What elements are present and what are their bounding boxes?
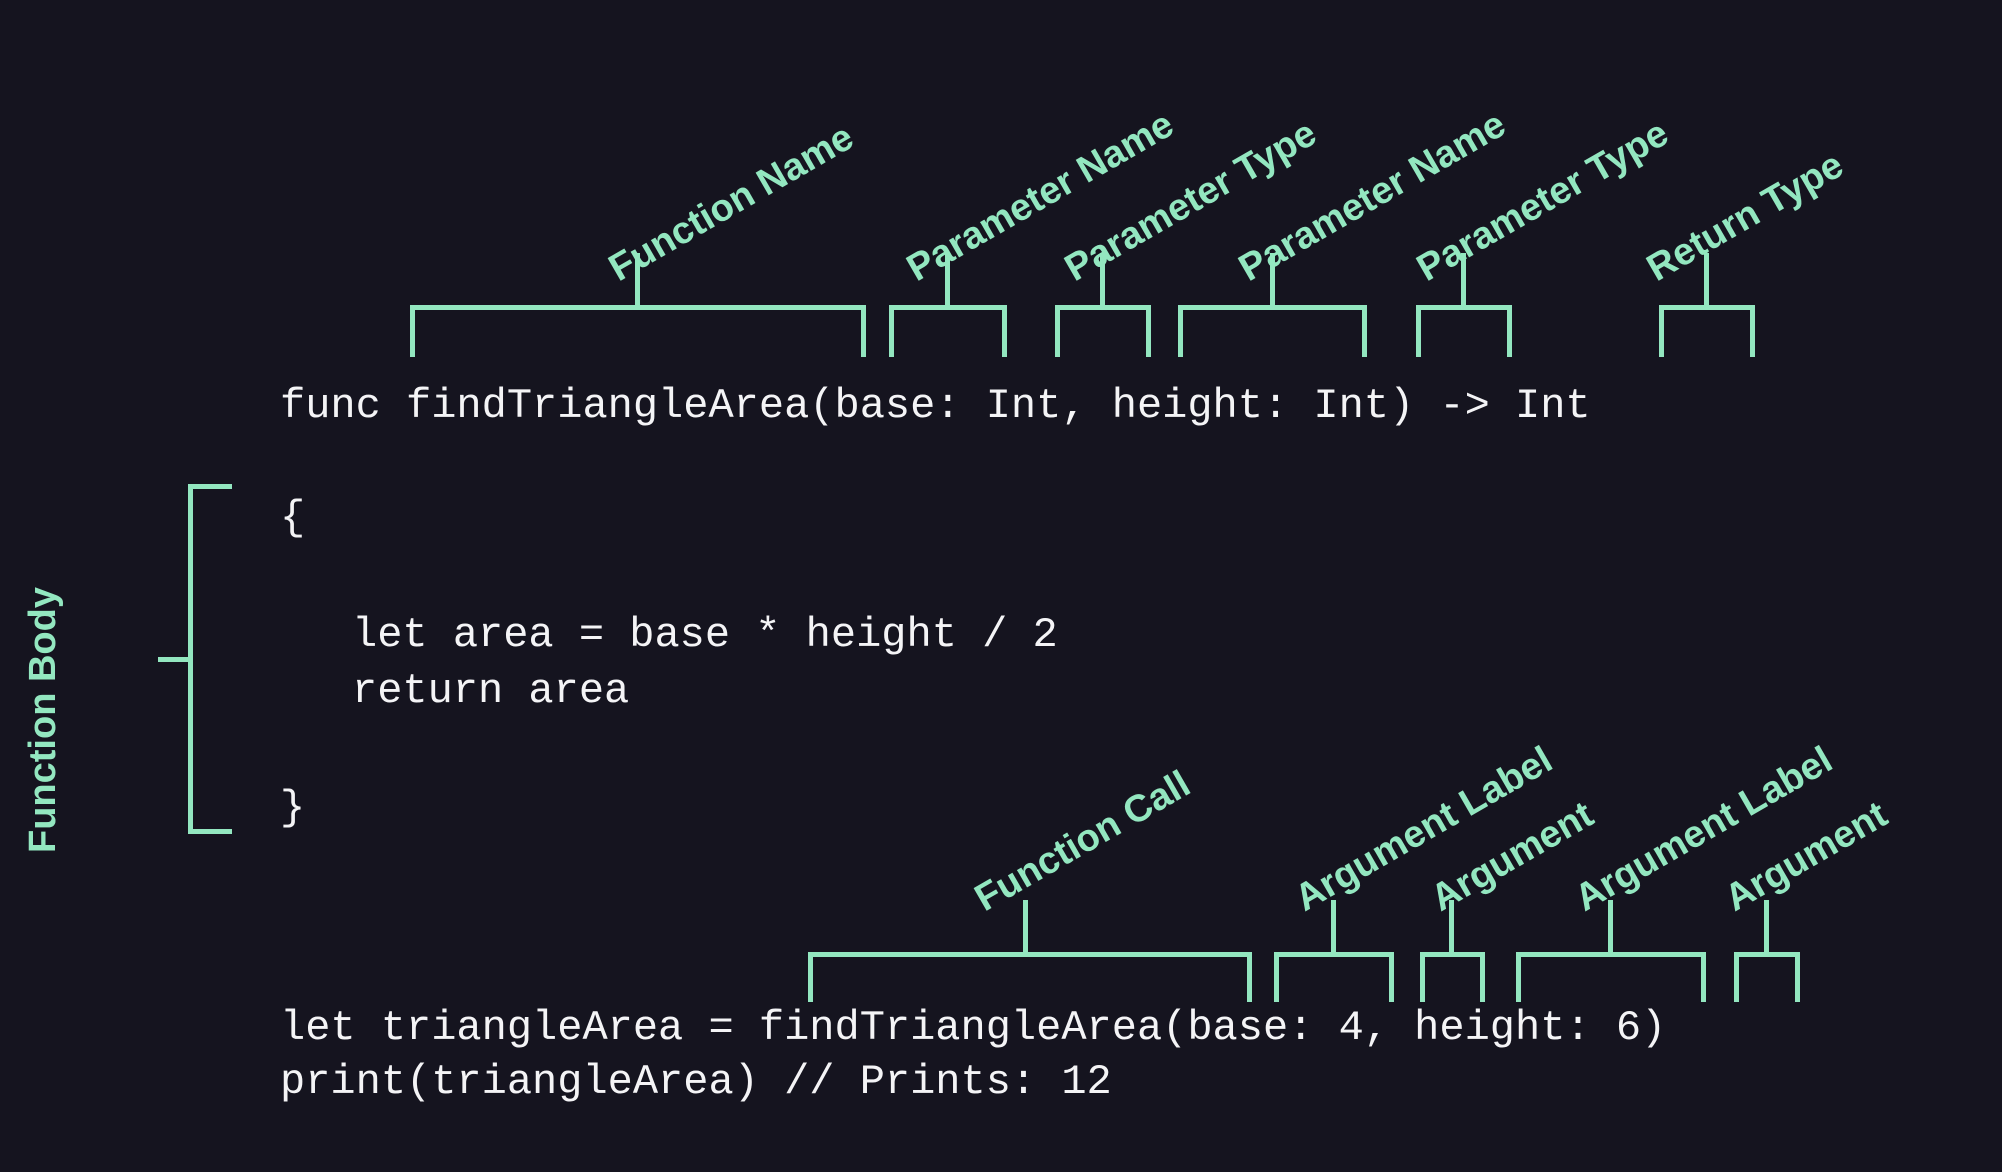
- side-label-function-body: Function Body: [22, 587, 64, 853]
- bracket-parameter-type-1: [1055, 305, 1151, 357]
- bracket-stem-function-name: [635, 253, 640, 308]
- code-line-let-area: let area = base * height / 2: [352, 611, 1058, 659]
- code-line-open-brace: {: [280, 494, 306, 542]
- code-line-signature: func findTriangleArea(base: Int, height:…: [280, 382, 1591, 430]
- bracket-stem-parameter-name-2: [1270, 253, 1275, 308]
- code-line-print: print(triangleArea) // Prints: 12: [280, 1058, 1112, 1106]
- callout-label-parameter-name-1: Parameter Name: [900, 103, 1181, 290]
- bracket-stem-argument-label-2: [1608, 900, 1613, 955]
- bracket-parameter-name-1: [889, 305, 1007, 357]
- bracket-parameter-name-2: [1178, 305, 1367, 357]
- callout-label-function-name: Function Name: [602, 116, 861, 290]
- bracket-stem-parameter-name-1: [945, 253, 950, 308]
- bracket-argument-label-2: [1516, 952, 1706, 1002]
- bracket-stem-argument-2: [1764, 900, 1769, 955]
- callout-label-function-call: Function Call: [968, 763, 1198, 920]
- callout-label-argument-label-2: Argument Label: [1568, 738, 1840, 920]
- code-line-close-brace: }: [280, 784, 306, 832]
- bracket-stem-return-type: [1704, 253, 1709, 308]
- code-line-return-area: return area: [352, 667, 630, 715]
- bracket-argument-label-1: [1274, 952, 1394, 1002]
- bracket-argument-1: [1420, 952, 1485, 1002]
- code-line-call: let triangleArea = findTriangleArea(base…: [280, 1004, 1667, 1052]
- bracket-stem-argument-1: [1449, 900, 1454, 955]
- bracket-stem-function-call: [1023, 900, 1028, 955]
- bracket-stem-function-body: [158, 657, 193, 662]
- bracket-stem-parameter-type-1: [1100, 253, 1105, 308]
- bracket-function-call: [808, 952, 1252, 1002]
- bracket-function-body: [188, 484, 232, 834]
- callout-label-return-type: Return Type: [1640, 143, 1851, 290]
- bracket-function-name: [410, 305, 866, 357]
- bracket-return-type: [1659, 305, 1755, 357]
- bracket-argument-2: [1734, 952, 1800, 1002]
- bracket-stem-argument-label-1: [1331, 900, 1336, 955]
- bracket-parameter-type-2: [1416, 305, 1512, 357]
- bracket-stem-parameter-type-2: [1461, 253, 1466, 308]
